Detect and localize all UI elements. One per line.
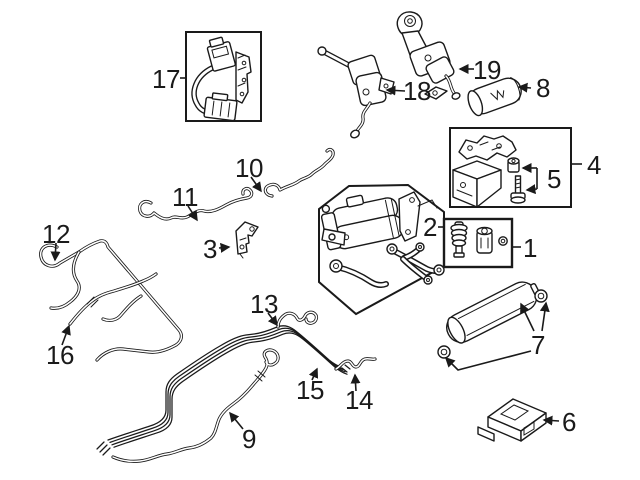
callout-14: 14 [345,385,373,415]
air-line-10 [263,147,335,198]
air-line-bundle-15 [96,325,351,456]
callout-3: 3 [203,234,217,264]
callout-18: 18 [403,76,431,106]
bolt-5 [510,175,526,204]
callout-8: 8 [536,73,550,103]
compressor-assembly-1 [320,191,445,289]
control-unit-6 [477,398,547,442]
callout-10: 10 [235,153,263,183]
height-sensor-18 [317,46,395,139]
bracket-4 [458,135,517,161]
callout-13: 13 [250,289,278,319]
callout-7: 7 [531,330,545,360]
harness-box-17 [185,31,262,122]
callout-6: 6 [562,407,576,437]
callout-5: 5 [547,164,561,194]
wiring-harness [194,36,252,122]
callout-16: 16 [46,340,74,370]
air-line-13 [276,310,319,329]
mount-box-4 [449,127,572,208]
nut [498,236,508,246]
height-sensor-19 [396,11,461,100]
sleeve-bushing [476,226,493,254]
callout-1: 1 [523,233,537,263]
leader-lines [50,64,582,430]
callout-17: 17 [152,64,180,94]
air-line-9 [111,348,280,463]
callout-19: 19 [473,55,501,85]
spring-bushing [450,221,468,258]
callout-11: 11 [172,182,199,212]
callout-2: 2 [423,212,437,242]
callout-9: 9 [242,424,256,454]
bracket-3 [235,221,259,259]
callout-15: 15 [296,375,324,405]
mount-kit-box-2 [442,217,514,269]
callout-4: 4 [587,150,601,180]
grommet-5 [507,157,520,173]
air-line-16 [68,272,158,326]
solenoid-valve-4 [452,160,502,208]
callout-12: 12 [42,219,70,249]
